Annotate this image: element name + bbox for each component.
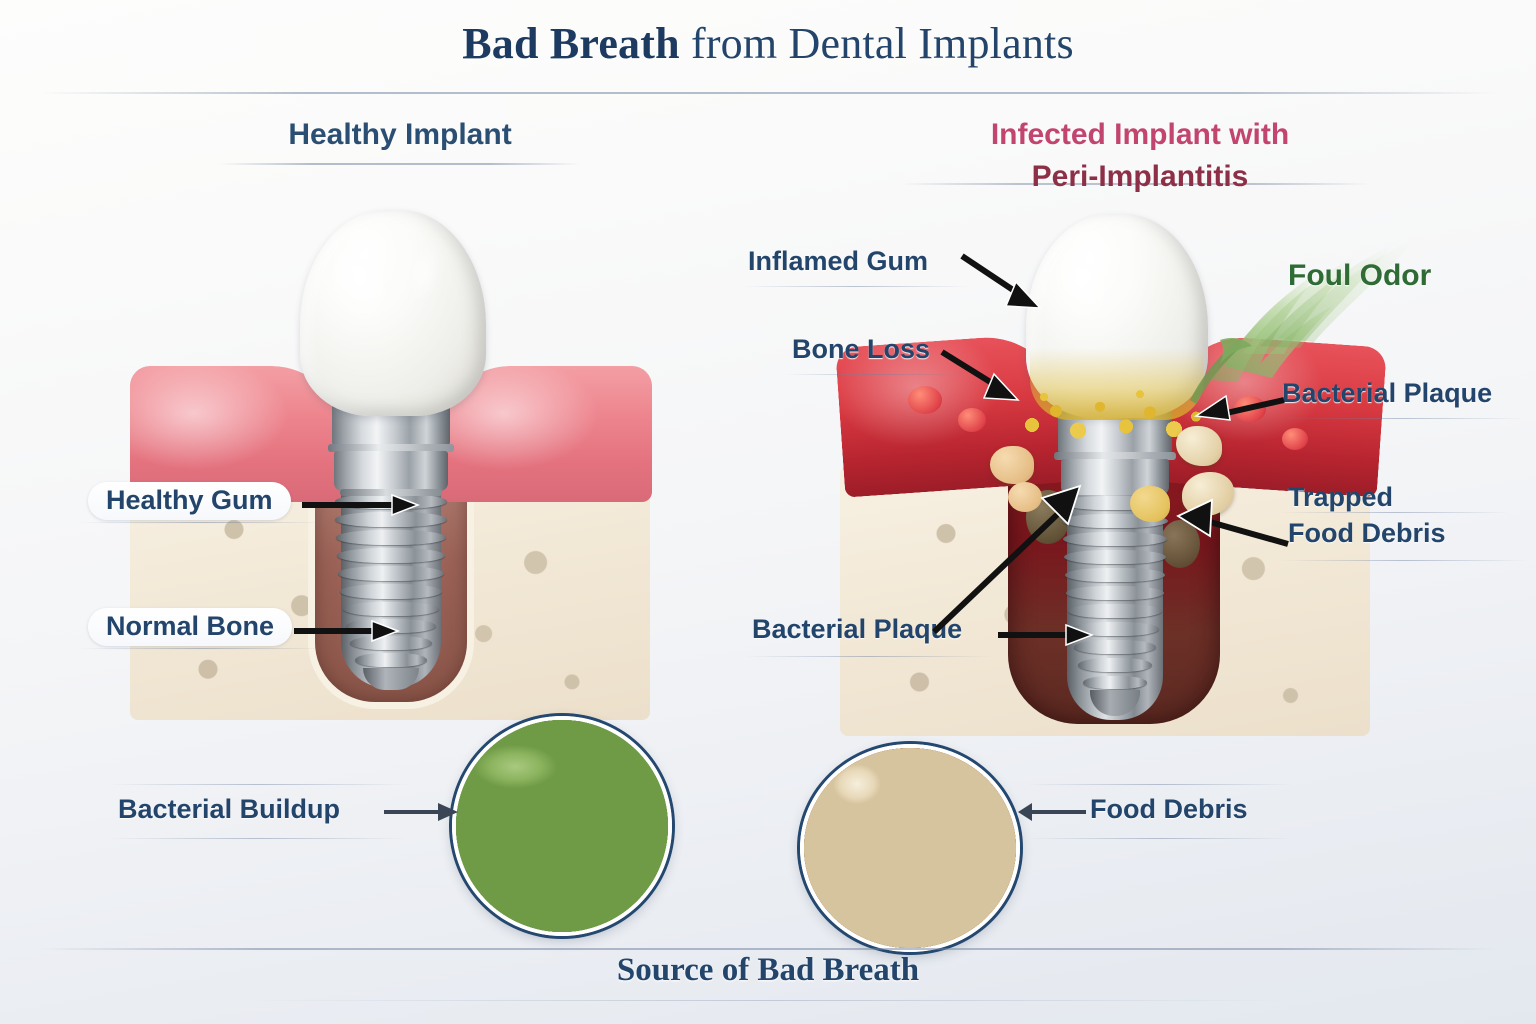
infected-implant-screw bbox=[1062, 490, 1168, 720]
arrow-diagonal-down-right-icon bbox=[940, 349, 1020, 401]
arrow-right-icon bbox=[302, 493, 421, 517]
healthy-abutment bbox=[328, 404, 454, 496]
bacteria-texture bbox=[456, 720, 668, 932]
title-rest-part: from Dental Implants bbox=[679, 19, 1074, 68]
title-divider bbox=[40, 92, 1496, 94]
label-bacterial-buildup-underline-top bbox=[108, 784, 408, 785]
food-debris-texture bbox=[804, 748, 1016, 948]
healthy-crown bbox=[300, 210, 486, 416]
left-panel-heading-underline bbox=[220, 163, 580, 165]
food-debris-chunk bbox=[990, 446, 1034, 484]
left-panel-heading: Healthy Implant bbox=[288, 118, 512, 151]
healthy-implant-screw bbox=[335, 490, 447, 690]
label-bacterial-plaque-right-underline bbox=[1276, 418, 1524, 419]
label-bacterial-plaque-right: Bacterial Plaque bbox=[1282, 378, 1493, 408]
label-bacterial-plaque-lower: Bacterial Plaque bbox=[752, 614, 963, 644]
label-trapped-food-underline-2 bbox=[1280, 560, 1528, 561]
label-trapped-food-underline-1 bbox=[1280, 512, 1510, 513]
label-bone-loss: Bone Loss bbox=[792, 334, 931, 364]
label-inflamed-gum-underline bbox=[740, 286, 970, 287]
arrow-left-icon bbox=[1193, 394, 1285, 421]
healthy-gum-left-lobe bbox=[130, 366, 342, 502]
label-bacterial-buildup: Bacterial Buildup bbox=[118, 794, 341, 824]
label-inflamed-gum: Inflamed Gum bbox=[748, 246, 929, 276]
label-bacterial-buildup-underline bbox=[108, 838, 408, 839]
right-panel-heading-underline bbox=[900, 183, 1370, 185]
bottom-caption: Source of Bad Breath bbox=[616, 952, 920, 988]
page-title: Bad Breath from Dental Implants bbox=[0, 18, 1536, 69]
right-panel-heading-line1: Infected Implant with bbox=[990, 118, 1290, 151]
label-trapped-food-debris-line1: Trapped bbox=[1288, 482, 1394, 512]
infected-nodule bbox=[1160, 520, 1200, 568]
arrow-right-icon bbox=[998, 623, 1095, 647]
label-healthy-gum: Healthy Gum bbox=[88, 482, 291, 520]
arrow-diagonal-up-left-icon bbox=[1176, 498, 1289, 547]
healthy-implant-illustration bbox=[110, 190, 670, 720]
caption-divider bbox=[40, 948, 1496, 950]
label-healthy-gum-underline bbox=[78, 522, 328, 523]
gum-blister bbox=[958, 408, 986, 432]
caption-underline bbox=[250, 1000, 1286, 1001]
arrow-right-icon bbox=[294, 619, 401, 643]
gum-blister bbox=[908, 386, 942, 414]
label-food-debris: Food Debris bbox=[1090, 794, 1248, 824]
food-debris-chunk bbox=[1176, 426, 1222, 466]
food-debris-chunk bbox=[1130, 486, 1170, 522]
odor-wisp-icon bbox=[1190, 236, 1420, 404]
arrow-right-icon bbox=[384, 803, 458, 821]
arrow-diagonal-down-right-icon bbox=[960, 253, 1042, 309]
food-debris-closeup-circle bbox=[800, 744, 1020, 952]
arrow-diagonal-up-right-icon bbox=[931, 484, 1082, 635]
arrow-left-icon bbox=[1018, 803, 1086, 821]
food-debris-chunk bbox=[1008, 482, 1042, 512]
label-food-debris-underline bbox=[1026, 838, 1292, 839]
title-bold-part: Bad Breath bbox=[462, 19, 680, 68]
bacteria-closeup-circle bbox=[452, 716, 672, 936]
label-trapped-food-debris-line2: Food Debris bbox=[1288, 518, 1446, 548]
label-bacterial-plaque-lower-underline bbox=[744, 656, 992, 657]
label-food-debris-underline-top bbox=[1026, 784, 1292, 785]
healthy-gum-right-lobe bbox=[440, 366, 652, 502]
infected-implant-illustration bbox=[830, 190, 1390, 750]
gum-blister bbox=[1282, 428, 1308, 450]
label-normal-bone: Normal Bone bbox=[88, 608, 293, 646]
label-foul-odor: Foul Odor bbox=[1288, 259, 1432, 292]
label-bone-loss-underline bbox=[784, 374, 964, 375]
label-normal-bone-underline bbox=[78, 648, 328, 649]
right-panel-heading-line2: Peri-Implantitis bbox=[1031, 160, 1249, 193]
